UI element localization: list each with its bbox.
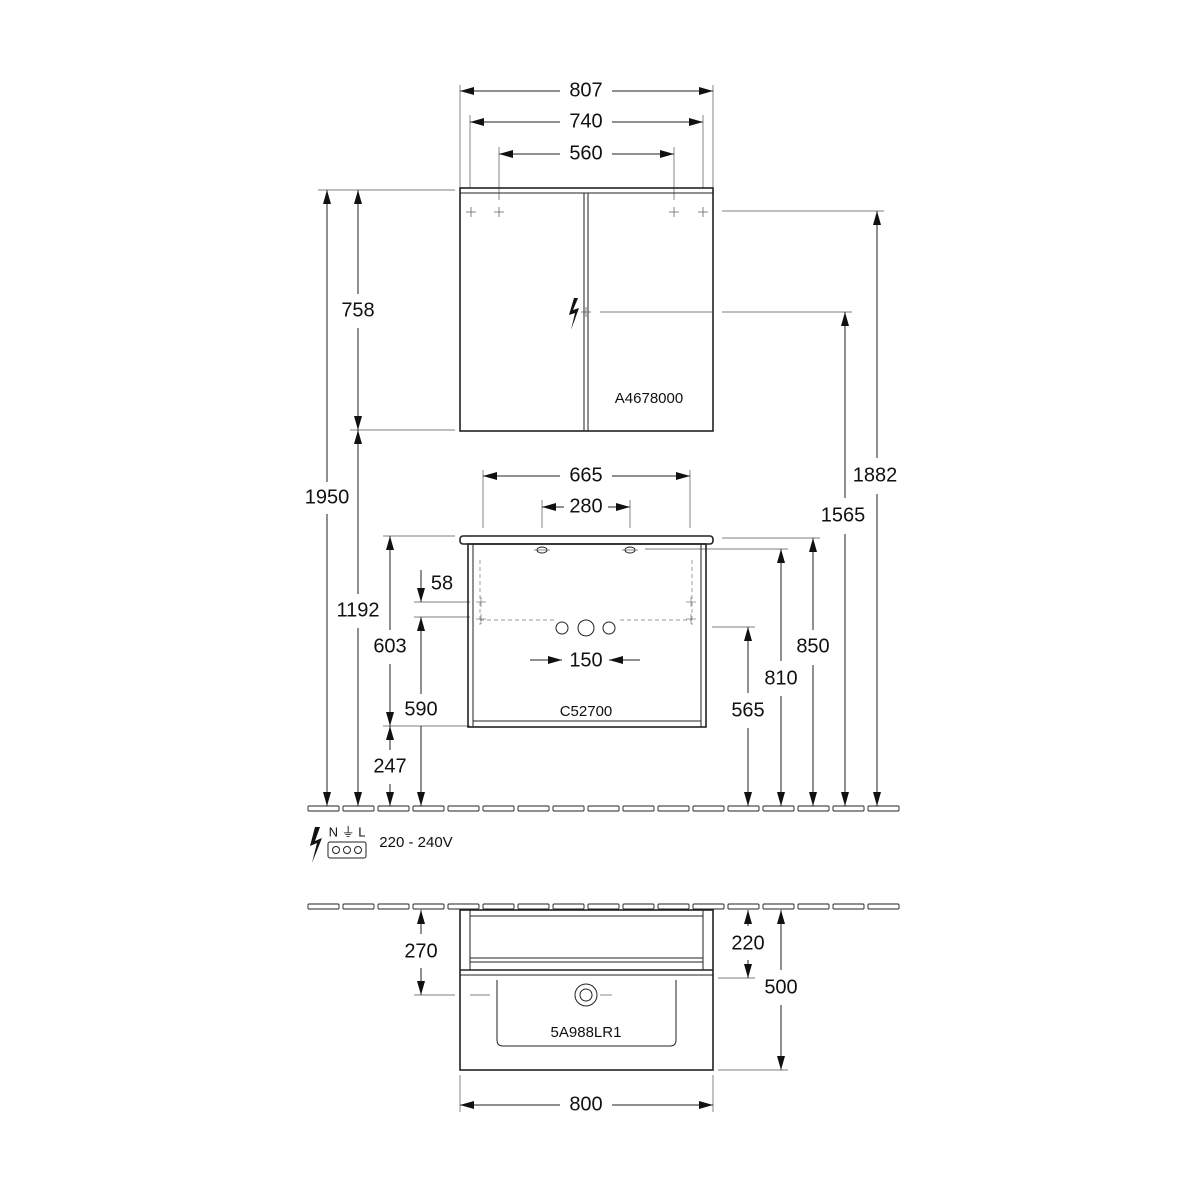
tile-segment: [867, 903, 900, 910]
dim-807: 807: [460, 79, 713, 101]
lightning-bolt-icon: [310, 827, 322, 863]
svg-text:603: 603: [373, 635, 406, 657]
svg-text:270: 270: [404, 940, 437, 962]
tile-segment: [447, 805, 480, 812]
washbasin-label: 5A988LR1: [551, 1024, 622, 1041]
dim-500: 500: [764, 910, 798, 1070]
tile-segment: [552, 903, 585, 910]
svg-text:665: 665: [569, 464, 602, 486]
vanity-unit: C52700 665 280 150: [459, 464, 714, 728]
tile-segment: [307, 903, 340, 910]
dim-220: 220: [731, 910, 765, 978]
left-dimensions: 1950 758 1192 603: [305, 189, 470, 806]
tile-segment: [307, 805, 340, 812]
mirror-cabinet: A4678000 807 740 560: [459, 79, 714, 432]
tile-segment: [482, 903, 515, 910]
dim-58: 58: [417, 570, 453, 602]
lightning-bolt-icon: [569, 298, 579, 330]
svg-text:1565: 1565: [821, 504, 866, 526]
dim-758: 758: [341, 190, 375, 430]
tile-segment: [692, 903, 725, 910]
vanity-unit-label: C52700: [560, 703, 613, 720]
tile-segment: [797, 805, 830, 812]
mounting-points: [466, 207, 708, 317]
tile-segment: [517, 805, 550, 812]
tile-segment: [657, 903, 690, 910]
dim-565: 565: [731, 627, 765, 806]
tile-segment: [587, 805, 620, 812]
tile-segment: [832, 805, 865, 812]
svg-text:758: 758: [341, 299, 374, 321]
floor-tiles: [307, 805, 900, 812]
svg-text:1950: 1950: [305, 486, 350, 508]
tile-segment: [622, 805, 655, 812]
dim-560: 560: [499, 142, 674, 164]
dim-247: 247: [373, 726, 407, 806]
tile-segment: [762, 805, 795, 812]
tile-segment: [377, 805, 410, 812]
right-dimensions: 1882 1565 850 810: [600, 210, 898, 806]
svg-text:1882: 1882: [853, 464, 898, 486]
tile-segment: [517, 903, 550, 910]
svg-text:1192: 1192: [336, 599, 379, 621]
svg-text:500: 500: [764, 976, 797, 998]
dim-603: 603: [373, 536, 407, 726]
pipe-connections: [555, 619, 616, 637]
dim-1882: 1882: [853, 211, 898, 806]
tile-segment: [377, 903, 410, 910]
tile-segment: [342, 903, 375, 910]
svg-text:590: 590: [404, 698, 437, 720]
tile-segment: [622, 903, 655, 910]
svg-text:800: 800: [569, 1093, 602, 1115]
tile-segment: [867, 805, 900, 812]
tile-segment: [482, 805, 515, 812]
tile-segment: [552, 805, 585, 812]
tile-segment: [342, 805, 375, 812]
svg-text:810: 810: [764, 667, 797, 689]
svg-text:150: 150: [569, 649, 602, 671]
dim-800: 800: [460, 1093, 713, 1115]
floor-tiles-plan: [307, 903, 900, 910]
svg-text:565: 565: [731, 699, 764, 721]
svg-text:247: 247: [373, 755, 406, 777]
dim-590: 590: [404, 617, 438, 806]
tile-segment: [412, 805, 445, 812]
tile-segment: [727, 903, 760, 910]
dim-740: 740: [470, 110, 703, 132]
dim-810: 810: [764, 549, 798, 806]
svg-text:560: 560: [569, 142, 602, 164]
tile-segment: [657, 805, 690, 812]
voltage-label: 220 - 240V: [379, 834, 452, 851]
washbasin-plan: 5A988LR1 270 220 500: [404, 909, 798, 1115]
svg-text:740: 740: [569, 110, 602, 132]
dim-665: 665: [483, 464, 690, 486]
svg-text:807: 807: [569, 79, 602, 101]
mirror-cabinet-label: A4678000: [615, 390, 683, 407]
svg-text:280: 280: [569, 495, 602, 517]
svg-text:850: 850: [796, 635, 829, 657]
dim-1192: 1192: [336, 430, 380, 806]
dim-270: 270: [404, 910, 438, 995]
tap-holes: [534, 546, 638, 554]
tile-segment: [727, 805, 760, 812]
electrical-legend: N ⏚ L 220 - 240V: [310, 824, 453, 863]
dim-1950: 1950: [305, 190, 350, 806]
tile-segment: [762, 903, 795, 910]
dim-280: 280: [542, 495, 630, 517]
dim-850: 850: [796, 538, 830, 806]
tile-segment: [692, 805, 725, 812]
dim-1565: 1565: [821, 312, 866, 806]
svg-text:58: 58: [431, 572, 453, 594]
dim-150: 150: [530, 649, 640, 671]
tile-segment: [832, 903, 865, 910]
tile-segment: [447, 903, 480, 910]
tile-segment: [797, 903, 830, 910]
tile-segment: [412, 903, 445, 910]
svg-text:220: 220: [731, 932, 764, 954]
terminal-label: N ⏚ L: [329, 824, 366, 839]
tile-segment: [587, 903, 620, 910]
